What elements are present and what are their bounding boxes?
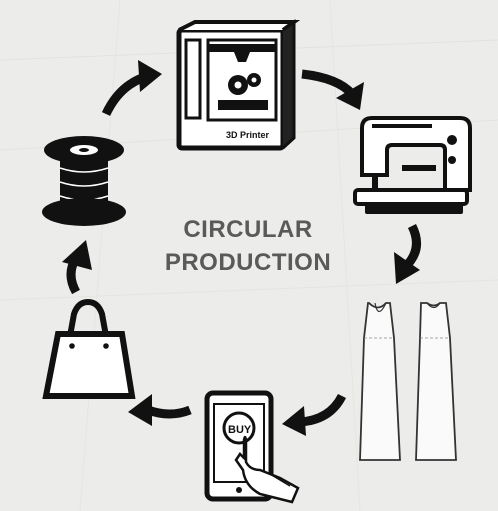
arrow-printer-to-sewing [301,69,364,110]
arrow-phone-to-bag [128,394,192,426]
arrow-bag-to-spool [62,240,92,295]
printer-label: 3D Printer [226,130,270,140]
dress-pattern-icon [359,302,457,461]
shopping-bag-icon [42,298,136,399]
smartphone-buy-icon: BUY [204,390,300,504]
arrow-spool-to-printer [101,60,162,117]
diagram-title: CIRCULAR PRODUCTION [148,213,348,279]
arrow-pattern-to-phone [282,393,347,436]
arrow-sewing-to-pattern [394,223,421,284]
buy-button-label: BUY [228,424,252,436]
title-line-1: CIRCULAR [183,216,313,243]
thread-spool-icon [42,136,126,226]
3d-printer-icon: 3D Printer [176,19,301,151]
cycle-arrows [62,60,421,436]
title-line-2: PRODUCTION [164,249,332,276]
sewing-machine-icon [353,116,472,214]
